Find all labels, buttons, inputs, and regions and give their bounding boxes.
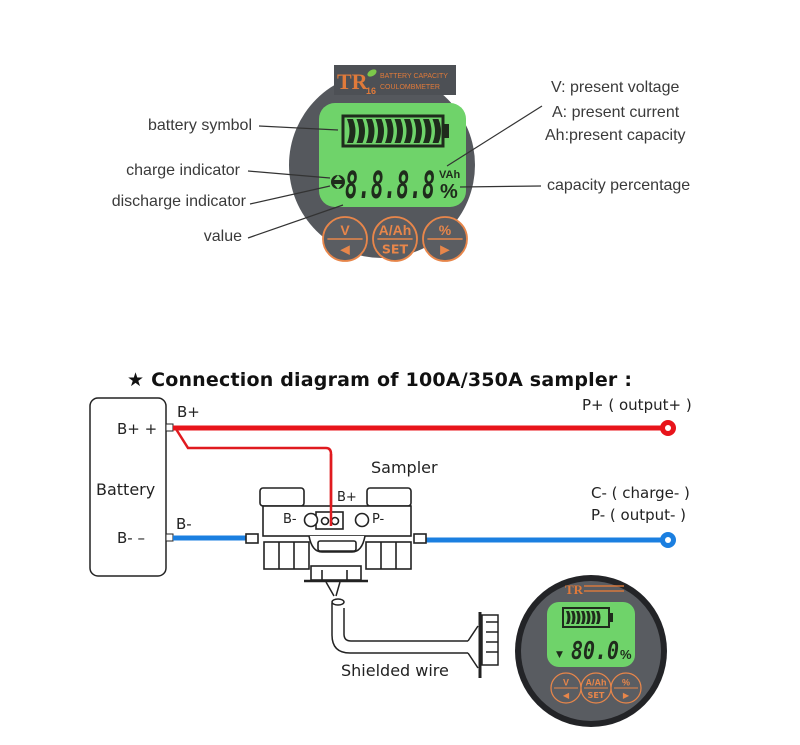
battery-pos-terminal: [165, 423, 174, 432]
charge-discharge-indicator: [331, 175, 345, 189]
small-battery-segment: [591, 611, 596, 624]
battery-segment: [347, 119, 356, 143]
meter-button-sublabel: SET: [382, 241, 409, 256]
callout-lines: [247, 105, 543, 239]
sense-wire-bplus: [174, 428, 333, 526]
label-battery-pos: B+ +: [117, 420, 158, 438]
small-battery-segment: [596, 611, 601, 624]
meter-button-sublabel: ◀: [340, 241, 350, 256]
label-sampler-bminus: B-: [283, 512, 297, 527]
small-battery-segment: [576, 611, 581, 624]
label-p-minus: P- ( output- ): [591, 506, 687, 524]
label-shielded-wire: Shielded wire: [341, 661, 449, 680]
brand-line1: BATTERY CAPACITY: [380, 73, 448, 80]
label-wire-bminus: B-: [176, 515, 192, 533]
small-battery-segment: [586, 611, 591, 624]
small-battery-segment: [566, 611, 571, 624]
battery-segment: [423, 119, 432, 143]
meter-button-0[interactable]: V◀: [322, 216, 368, 262]
brand-logo: TR: [337, 69, 369, 94]
battery-segment: [413, 119, 422, 143]
small-meter-button-sublabel: ▶: [623, 690, 630, 700]
charge-arrow-icon: [334, 175, 342, 180]
battery-symbol: [341, 114, 449, 148]
label-capacity-percentage: capacity percentage: [547, 177, 691, 194]
shielded-wire: [325, 581, 499, 678]
battery-neg-terminal: [165, 533, 174, 542]
label-c-minus: C- ( charge- ): [591, 484, 690, 502]
label-battery: Battery: [96, 480, 156, 499]
leaf-icon: [367, 69, 377, 77]
label-sampler-bplus: B+: [337, 490, 357, 505]
small-battery-segment: [571, 611, 576, 624]
label-battery-neg: B- –: [117, 529, 145, 547]
lcd-digits: 8.8.8.8: [345, 164, 435, 207]
small-brand-logo: TR: [565, 582, 584, 597]
label-voltage: V: present voltage: [551, 79, 680, 96]
battery-box: [89, 397, 167, 577]
unit-vah: VAh: [439, 169, 460, 181]
small-lcd-value: 80.0: [571, 636, 619, 665]
discharge-arrow-icon: [334, 184, 342, 189]
label-sampler-pminus: P-: [372, 512, 385, 527]
label-charge-indicator: charge indicator: [126, 162, 240, 179]
diagram-title: ★ Connection diagram of 100A/350A sample…: [127, 369, 632, 391]
small-discharge-arrow-icon: ▼: [556, 650, 563, 660]
battery-segment: [375, 119, 384, 143]
label-p-plus: P+ ( output+ ): [582, 396, 692, 414]
brand-logo-16: 16: [366, 86, 376, 96]
battery-segment: [385, 119, 394, 143]
small-meter-button-sublabel: ◀: [563, 690, 570, 700]
brand-plate: [334, 65, 456, 95]
brand-line2: COULOMBMETER: [380, 84, 440, 91]
label-value: value: [203, 228, 242, 245]
star-icon: ★: [127, 369, 145, 391]
meter-button-2[interactable]: %▶: [422, 216, 468, 262]
sampler: [245, 487, 427, 583]
small-battery-segment: [581, 611, 586, 624]
meter-button-label: A/Ah: [379, 222, 412, 238]
label-discharge-indicator: discharge indicator: [111, 193, 246, 210]
label-battery-symbol: battery symbol: [147, 117, 252, 134]
small-meter-button-sublabel: SET: [588, 690, 605, 700]
meter-button-sublabel: ▶: [440, 241, 450, 256]
small-unit-percent: %: [620, 647, 632, 662]
meter-button-label: %: [439, 222, 452, 238]
label-current: A: present current: [552, 104, 680, 121]
label-capacity: Ah:present capacity: [545, 127, 686, 144]
small-meter-button-label: A/Ah: [586, 677, 607, 687]
unit-percent: %: [440, 181, 458, 203]
small-meter-button-2[interactable]: %▶: [610, 672, 642, 704]
battery-segment: [432, 119, 441, 143]
small-meter-button-0[interactable]: V◀: [550, 672, 582, 704]
label-sampler: Sampler: [371, 458, 438, 477]
small-meter-button-label: V: [563, 677, 569, 687]
battery-segment: [356, 119, 365, 143]
battery-segment: [404, 119, 413, 143]
small-meter-button-label: %: [622, 677, 630, 687]
diagram-title-text: Connection diagram of 100A/350A sampler …: [151, 369, 633, 391]
label-wire-bplus: B+: [177, 403, 200, 421]
battery-segment: [366, 119, 375, 143]
meter-button-label: V: [340, 222, 350, 238]
battery-segment: [394, 119, 403, 143]
